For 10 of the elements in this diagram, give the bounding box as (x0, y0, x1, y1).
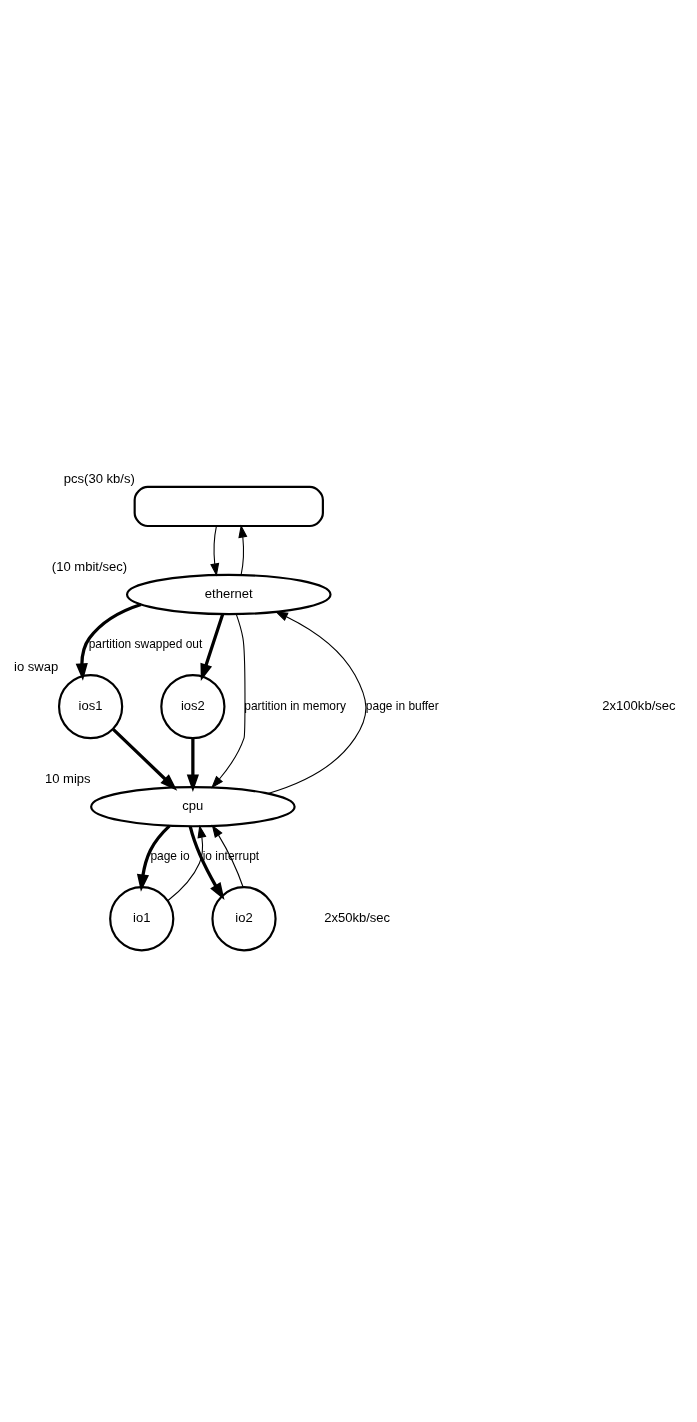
edge-label: partition in memory (243, 698, 346, 713)
edge-label: page in buffer (365, 698, 439, 713)
node-label: (10 mbit/sec) (51, 558, 127, 574)
node-label: pcs(30 kb/s) (63, 470, 135, 486)
node-label: 10 mips (44, 770, 91, 786)
edge-label: page io (149, 848, 190, 863)
label: 2x50kb/sec (323, 909, 390, 925)
edge-label: partition swapped out (88, 636, 202, 651)
label: 2x100kb/sec (601, 697, 676, 713)
node-label: io swap (13, 658, 58, 674)
